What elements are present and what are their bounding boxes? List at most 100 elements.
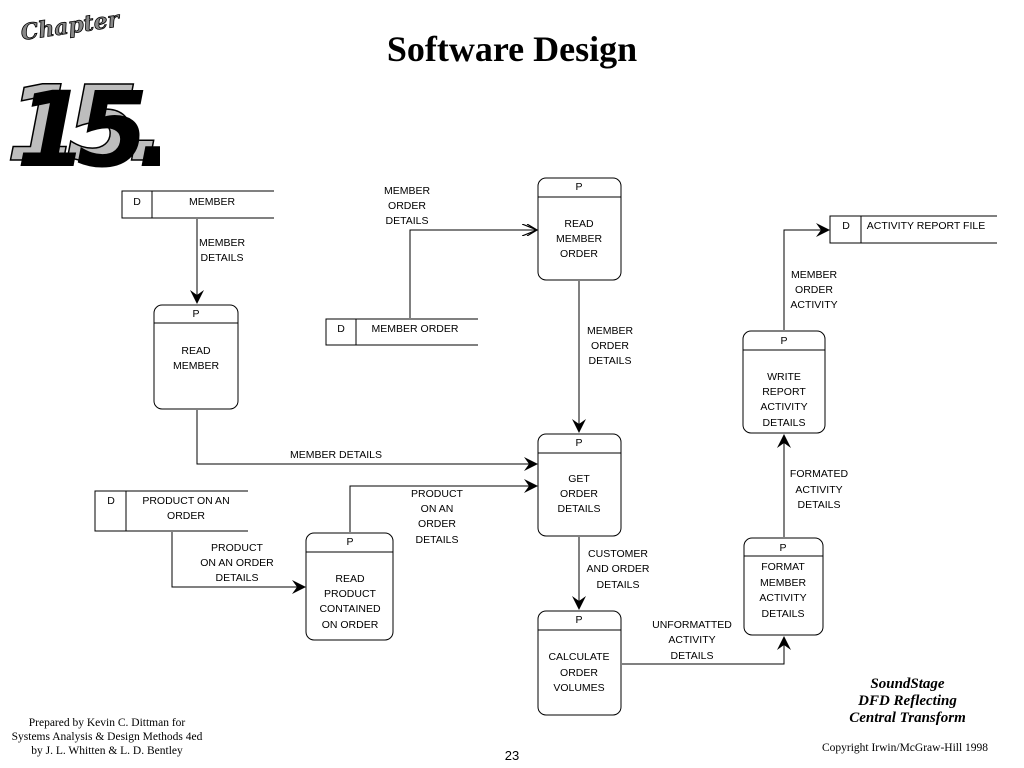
process-read-member-order: P READ MEMBER ORDER [537, 177, 622, 281]
process-id: P [575, 181, 582, 193]
svg-text:ORDER: ORDER [795, 284, 833, 296]
svg-text:PRODUCT: PRODUCT [411, 488, 464, 500]
flow-calculate-to-format [622, 636, 791, 665]
credit-line: by J. L. Whitten & L. D. Bentley [31, 745, 183, 757]
process-label: DETAILS [763, 417, 806, 429]
process-id: P [192, 308, 199, 320]
flow-label-unformatted-activity-details: UNFORMATTED ACTIVITY DETAILS [652, 619, 732, 662]
chapter-number: 15. [16, 69, 160, 175]
process-label: ON ORDER [322, 619, 379, 631]
flow-label-member-details: MEMBER DETAILS [199, 237, 246, 264]
svg-text:CUSTOMER: CUSTOMER [588, 548, 648, 560]
svg-text:ON AN ORDER: ON AN ORDER [200, 557, 274, 569]
flow-product-store-to-read-product [171, 532, 306, 594]
process-label: DETAILS [558, 503, 601, 515]
process-label: FORMAT [761, 561, 805, 573]
process-id: P [779, 542, 786, 554]
caption-line: DFD Reflecting [858, 693, 957, 709]
process-label: READ [335, 573, 365, 585]
datastore-name: PRODUCT ON AN [142, 495, 229, 507]
process-label: CALCULATE [548, 651, 609, 663]
svg-text:FORMATED: FORMATED [790, 468, 849, 480]
datastore-member: D MEMBER [121, 190, 274, 219]
flow-label-member-order-details-in: MEMBER ORDER DETAILS [384, 185, 431, 227]
svg-text:ORDER: ORDER [388, 200, 426, 212]
flow-label-formated-activity-details: FORMATED ACTIVITY DETAILS [790, 468, 849, 511]
process-label: PRODUCT [324, 588, 377, 600]
slide-title: Software Design [386, 29, 638, 69]
diagram-caption: SoundStage DFD Reflecting Central Transf… [800, 676, 1015, 727]
credit-line: Systems Analysis & Design Methods 4ed [11, 731, 203, 743]
process-read-product-contained-on-order: P READ PRODUCT CONTAINED ON ORDER [305, 532, 394, 641]
process-get-order-details: P GET ORDER DETAILS [537, 433, 622, 537]
datastore-product-on-an-order: D PRODUCT ON AN ORDER [94, 490, 248, 532]
datastore-name: MEMBER [189, 196, 236, 208]
process-read-member: P READ MEMBER [153, 304, 239, 410]
flow-label-product-on-an-order-details-in: PRODUCT ON AN ORDER DETAILS [200, 542, 274, 584]
svg-text:MEMBER DETAILS: MEMBER DETAILS [290, 449, 382, 461]
process-id: P [780, 335, 787, 347]
datastore-id: D [842, 220, 850, 232]
flow-label-member-order-activity: MEMBER ORDER ACTIVITY [790, 269, 837, 311]
flow-label-member-order-details-down: MEMBER ORDER DETAILS [587, 325, 634, 367]
svg-text:ACTIVITY: ACTIVITY [795, 484, 842, 496]
svg-text:MEMBER: MEMBER [384, 185, 431, 197]
svg-text:AND ORDER: AND ORDER [586, 563, 649, 575]
datastore-name: MEMBER ORDER [372, 323, 459, 335]
datastore-id: D [133, 196, 141, 208]
credit-line: Prepared by Kevin C. Dittman for [28, 717, 186, 729]
process-format-member-activity-details: P FORMAT MEMBER ACTIVITY DETAILS [743, 537, 824, 636]
svg-text:DETAILS: DETAILS [671, 650, 714, 662]
process-calculate-order-volumes: P CALCULATE ORDER VOLUMES [537, 610, 622, 716]
datastore-id: D [107, 495, 115, 507]
copyright: Copyright Irwin/McGraw-Hill 1998 [821, 742, 989, 754]
datastore-member-order: D MEMBER ORDER [325, 318, 478, 346]
process-id: P [575, 437, 582, 449]
flow-write-report-to-activity-file [783, 223, 830, 330]
flow-read-member-to-get-order-details [196, 410, 538, 471]
datastore-name: ACTIVITY REPORT FILE [867, 220, 985, 232]
svg-text:ORDER: ORDER [591, 340, 629, 352]
caption-line: SoundStage [870, 676, 945, 692]
svg-text:PRODUCT: PRODUCT [211, 542, 264, 554]
process-label: READ [564, 218, 594, 230]
flow-label-customer-and-order-details: CUSTOMER AND ORDER DETAILS [586, 548, 649, 591]
svg-text:MEMBER: MEMBER [791, 269, 838, 281]
process-label: MEMBER [173, 360, 220, 372]
process-label: REPORT [762, 386, 806, 398]
flow-label-member-details-right: MEMBER DETAILS [290, 449, 382, 461]
process-label: WRITE [767, 371, 801, 383]
flow-label-product-on-an-order-details-up: PRODUCT ON AN ORDER DETAILS [411, 488, 464, 546]
footer-credits: Prepared by Kevin C. Dittman for Systems… [0, 716, 214, 758]
datastore-name: ORDER [167, 510, 205, 522]
process-id: P [346, 536, 353, 548]
svg-text:DETAILS: DETAILS [597, 579, 640, 591]
svg-text:DETAILS: DETAILS [798, 499, 841, 511]
svg-text:MEMBER: MEMBER [587, 325, 634, 337]
svg-text:ACTIVITY: ACTIVITY [668, 634, 715, 646]
svg-text:DETAILS: DETAILS [589, 355, 632, 367]
process-label: ORDER [560, 488, 598, 500]
svg-text:MEMBER: MEMBER [199, 237, 246, 249]
svg-text:DETAILS: DETAILS [386, 215, 429, 227]
svg-text:DETAILS: DETAILS [216, 572, 259, 584]
datastore-id: D [337, 323, 345, 335]
svg-text:ON AN: ON AN [421, 503, 454, 515]
svg-text:ORDER: ORDER [418, 518, 456, 530]
process-label: CONTAINED [319, 603, 380, 615]
chapter-logo: Chapter 15. 15. [5, 6, 160, 175]
process-label: ACTIVITY [760, 401, 807, 413]
svg-text:DETAILS: DETAILS [416, 534, 459, 546]
chapter-number-shadow: 15. [6, 63, 154, 175]
page-number: 23 [504, 748, 520, 763]
caption-line: Central Transform [849, 710, 966, 726]
process-label: ACTIVITY [759, 592, 806, 604]
svg-text:UNFORMATTED: UNFORMATTED [652, 619, 732, 631]
flow-member-order-to-read-member-order [409, 230, 537, 318]
process-write-report-activity-details: P WRITE REPORT ACTIVITY DETAILS [742, 330, 826, 434]
process-label: VOLUMES [553, 682, 604, 694]
svg-text:ACTIVITY: ACTIVITY [790, 299, 837, 311]
process-id: P [575, 614, 582, 626]
process-label: MEMBER [760, 577, 807, 589]
process-label: ORDER [560, 248, 598, 260]
